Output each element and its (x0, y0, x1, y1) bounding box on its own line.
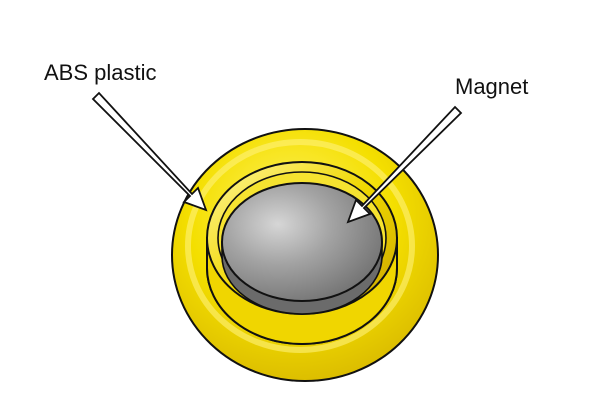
plastic-flange-highlight (185, 139, 415, 353)
magnet-arrow (346, 105, 463, 224)
abs-plastic-label: ABS plastic (44, 60, 157, 85)
abs-plastic-arrow (91, 91, 208, 212)
magnet-disc (221, 182, 383, 302)
magnet-label: Magnet (455, 74, 529, 99)
